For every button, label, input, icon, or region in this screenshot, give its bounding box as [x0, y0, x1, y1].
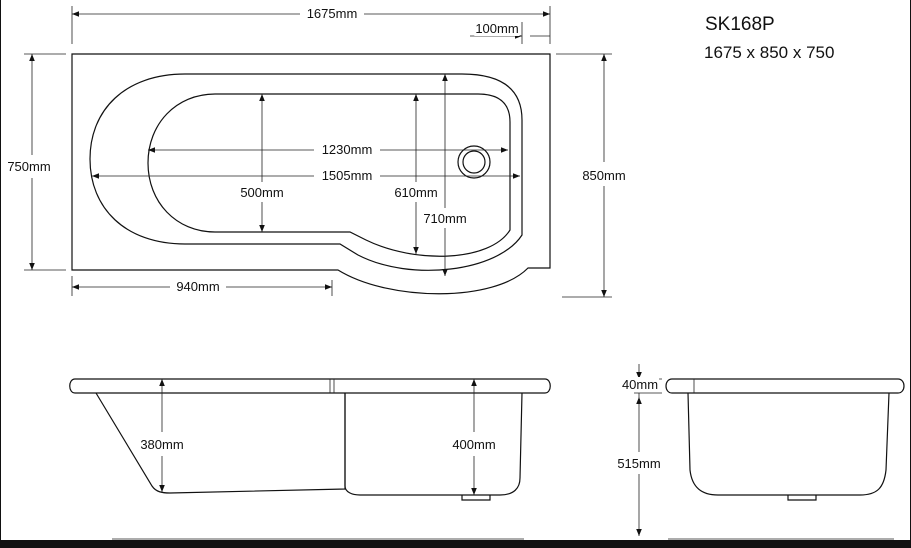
dim-depth-shallow: 380mm — [139, 379, 185, 492]
svg-text:515mm: 515mm — [617, 456, 660, 471]
dim-tap-deck: 100mm — [470, 21, 550, 44]
plan-view: 1675mm 100mm 750mm 850mm — [6, 6, 627, 298]
end-body — [687, 392, 890, 496]
side-view: 380mm 400mm — [69, 378, 551, 540]
dim-inner-length-1230: 1230mm — [148, 142, 508, 157]
plan-outer-rim — [71, 53, 551, 295]
side-body — [95, 392, 346, 494]
svg-text:940mm: 940mm — [176, 279, 219, 294]
model-title: SK168P — [705, 14, 775, 35]
side-bowl — [344, 392, 523, 496]
dim-height: 515mm — [616, 397, 662, 536]
end-view: 40mm 515mm — [616, 364, 905, 540]
dim-depth-deep: 400mm — [451, 379, 497, 495]
svg-text:1230mm: 1230mm — [322, 142, 373, 157]
dim-inner-length-1505: 1505mm — [92, 168, 520, 183]
dim-inner-width-710: 710mm — [422, 74, 468, 276]
svg-text:380mm: 380mm — [140, 437, 183, 452]
dim-straight-length: 940mm — [71, 276, 333, 296]
drain-inner — [462, 150, 486, 174]
drain-outer — [457, 145, 491, 179]
svg-text:1675mm: 1675mm — [307, 6, 358, 21]
svg-text:100mm: 100mm — [475, 21, 518, 36]
svg-text:1505mm: 1505mm — [322, 168, 373, 183]
plan-bowl-outer — [89, 73, 523, 271]
dim-inner-width-500: 500mm — [239, 94, 285, 232]
model-dimensions: 1675 x 850 x 750 — [704, 43, 834, 62]
dim-inner-width-610: 610mm — [393, 94, 439, 254]
title-block: SK168P 1675 x 850 x 750 — [704, 14, 834, 62]
dim-end-width: 750mm — [6, 53, 66, 271]
svg-text:610mm: 610mm — [394, 185, 437, 200]
svg-text:500mm: 500mm — [240, 185, 283, 200]
dim-rim-thickness: 40mm — [620, 364, 662, 397]
plan-bowl-inner — [147, 93, 511, 257]
dim-overall-width: 850mm — [556, 53, 627, 298]
end-rim — [665, 378, 905, 394]
svg-text:850mm: 850mm — [582, 168, 625, 183]
svg-text:710mm: 710mm — [423, 211, 466, 226]
svg-text:400mm: 400mm — [452, 437, 495, 452]
dim-overall-length: 1675mm — [71, 6, 551, 44]
svg-text:750mm: 750mm — [7, 159, 50, 174]
svg-text:40mm: 40mm — [622, 377, 658, 392]
side-rim — [69, 378, 551, 394]
